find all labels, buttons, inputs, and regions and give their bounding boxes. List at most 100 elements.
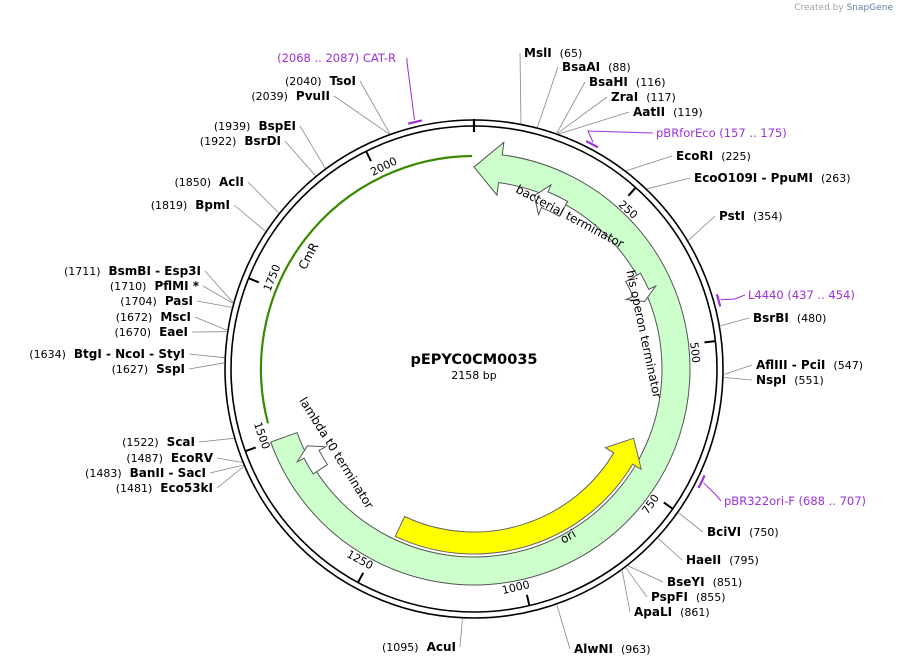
tick-label: 500 — [687, 341, 702, 363]
site-bseyi[interactable]: BseYI(851) — [627, 565, 742, 589]
site-haeii[interactable]: HaeII(795) — [657, 538, 759, 567]
site-label: (1710)PflMI * — [110, 279, 200, 293]
site-name: EcoRI — [676, 149, 713, 163]
site-bspei[interactable]: (1939)BspEI — [214, 119, 326, 169]
feature-arrow[interactable] — [270, 141, 691, 586]
site-pspfi[interactable]: PspFI(855) — [625, 567, 726, 604]
site-bsmbi-esp3i[interactable]: (1711)BsmBI - Esp3I — [64, 264, 234, 303]
site-name: EcoO109I - PpuMI — [694, 171, 813, 185]
site-leader — [626, 155, 673, 172]
site-btgi-ncoi-styi[interactable]: (1634)BtgI - NcoI - StyI — [29, 347, 225, 361]
site-label: (1850)AclI — [174, 175, 244, 189]
site-position: (1670) — [115, 326, 152, 339]
feature-ori[interactable] — [394, 437, 642, 555]
site-bsrdi[interactable]: (1922)BsrDI — [200, 134, 316, 176]
site-position: (88) — [608, 61, 631, 74]
site-name: BsaAI — [562, 60, 600, 74]
site-name: ApaLI — [634, 605, 672, 619]
feature-his-operon-terminator[interactable] — [624, 272, 658, 302]
site-label: (1487)EcoRV — [126, 451, 213, 465]
site-label: (1483) BanII - SacI — [85, 466, 206, 480]
tick-label: 1000 — [501, 578, 531, 597]
site-leader — [557, 96, 608, 134]
watermark-prefix: Created by — [794, 3, 844, 13]
site-label: ApaLI (861) — [634, 605, 710, 619]
site-position: (119) — [673, 106, 703, 119]
site-afliii-pcii[interactable]: AflIII - PciI(547) — [723, 358, 863, 375]
site-ecorv[interactable]: (1487)EcoRV — [126, 451, 243, 465]
site-position: (861) — [680, 606, 710, 619]
site-position: (480) — [797, 312, 827, 325]
site-bcivi[interactable]: BciVI(750) — [678, 512, 779, 539]
feature-lambda-t0-terminator[interactable] — [295, 445, 329, 475]
site-name: EcoRV — [171, 451, 214, 465]
site-name: ScaI — [167, 435, 195, 449]
site-bpmi[interactable]: (1819)BpmI — [151, 198, 266, 232]
site-alwni[interactable]: AlwNI(963) — [556, 604, 651, 656]
site-nspi[interactable]: NspI(551) — [723, 373, 824, 387]
site-bsrbi[interactable]: BsrBI(480) — [720, 311, 827, 327]
site-label: (1672)MscI — [116, 310, 191, 324]
feature-cmr[interactable] — [259, 141, 691, 586]
site-bsahi[interactable]: BsaHI(116) — [556, 75, 666, 134]
site-label: PspFI(855) — [651, 590, 726, 604]
site-name: ZraI — [611, 90, 638, 104]
site-leader — [209, 464, 244, 474]
site-name: BanII - SacI — [130, 466, 206, 480]
site-tsoi[interactable]: (2040)TsoI — [285, 74, 391, 134]
site-leader — [194, 316, 228, 331]
site-eco53ki[interactable]: (1481)Eco53kI — [116, 466, 245, 495]
tick-mark — [704, 340, 716, 344]
site-ecori[interactable]: EcoRI(225) — [626, 149, 751, 172]
site-acli[interactable]: (1850)AclI — [174, 175, 279, 214]
site-aatii[interactable]: AatII(119) — [558, 105, 703, 135]
site-label: MslI(65) — [524, 46, 582, 60]
feature-arrow[interactable] — [295, 445, 329, 475]
feature-arrow[interactable] — [533, 183, 569, 217]
site-bsaai[interactable]: BsaAI (88) — [537, 60, 631, 128]
site-position: (354) — [753, 210, 783, 223]
site-ecoo109i-ppumi[interactable]: EcoO109I - PpuMI (263) — [647, 171, 851, 190]
site-position: (263) — [821, 172, 851, 185]
primer-pbr322ori-f[interactable]: pBR322ori-F (688 .. 707) — [697, 474, 866, 508]
feature-bacterial-terminator[interactable] — [533, 183, 569, 217]
feature-arrow[interactable] — [624, 272, 658, 302]
primer-l4440[interactable]: L4440 (437 .. 454) — [715, 288, 855, 307]
site-pflmi-[interactable]: (1710)PflMI * — [110, 279, 233, 304]
primer-name: L4440 — [748, 288, 787, 302]
site-msci[interactable]: (1672)MscI — [116, 310, 228, 331]
site-pasi[interactable]: (1704)PasI — [120, 294, 232, 308]
site-psti[interactable]: PstI(354) — [688, 209, 783, 241]
primer-range: (2068 .. 2087) — [277, 51, 363, 65]
site-leader — [720, 317, 750, 327]
primer-cat-r[interactable]: (2068 .. 2087) CAT-R — [277, 51, 423, 125]
site-label: AatII(119) — [633, 105, 703, 119]
site-leader — [625, 567, 648, 598]
site-sspi[interactable]: (1627)SspI — [112, 362, 225, 376]
primer-name: pBR322ori-F — [724, 494, 799, 508]
feature-arrow[interactable] — [394, 437, 642, 555]
primer-pbrforeco[interactable]: pBRforEco (157 .. 175) — [585, 126, 787, 149]
site-label: (1670)EaeI — [115, 325, 188, 339]
site-apali[interactable]: ApaLI (861) — [621, 570, 710, 619]
site-label: (1711)BsmBI - Esp3I — [64, 264, 201, 278]
site-position: (1939) — [214, 120, 251, 133]
site-position: (2040) — [285, 75, 322, 88]
site-leader — [204, 270, 234, 303]
site-scai[interactable]: (1522)ScaI — [122, 435, 234, 449]
site-leader — [627, 565, 664, 583]
site-name: BciVI — [707, 525, 741, 539]
site-msli[interactable]: MslI(65) — [519, 46, 582, 124]
site-name: BsaHI — [589, 75, 628, 89]
primer-bar — [697, 474, 706, 489]
site-name: AflIII - PciI — [756, 358, 825, 372]
site-pvuii[interactable]: (2039)PvuII — [251, 89, 390, 135]
site-acui[interactable]: (1095)AcuI — [382, 618, 463, 654]
site-label: BsaHI(116) — [589, 75, 666, 89]
site-name: BpmI — [195, 198, 230, 212]
site-banii-saci[interactable]: (1483) BanII - SacI — [85, 464, 244, 480]
site-zrai[interactable]: ZraI(117) — [557, 90, 676, 134]
site-eaei[interactable]: (1670)EaeI — [115, 325, 227, 339]
site-name: BseYI — [667, 575, 705, 589]
site-position: (1483) — [85, 467, 122, 480]
